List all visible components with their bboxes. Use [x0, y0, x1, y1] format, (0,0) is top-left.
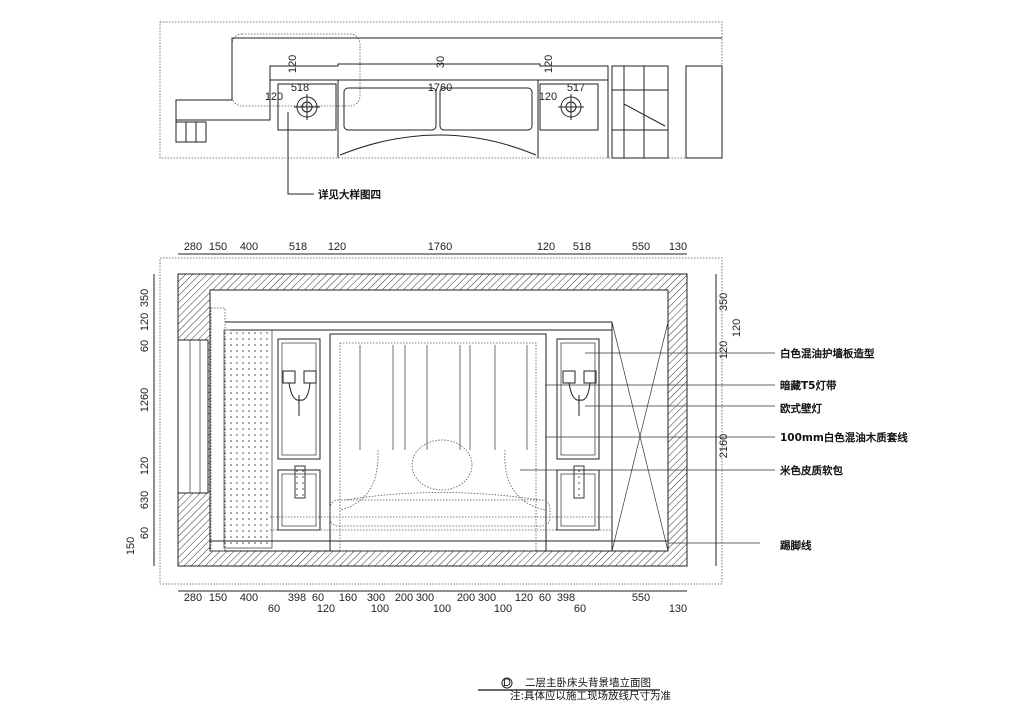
dim-label: 400 [240, 241, 258, 253]
dim-label: 1260 [139, 388, 151, 412]
top-dimensions: 280 150 400 518 120 1760 120 518 550 130 [184, 241, 687, 253]
dim-label: 150 [209, 241, 227, 253]
dim-label: 550 [632, 241, 650, 253]
dim-label: 550 [632, 592, 650, 604]
dim-label: 60 [268, 603, 280, 615]
dim-label: 120 [317, 603, 335, 615]
wall-lamp-icon [562, 370, 597, 416]
dim-label: 150 [209, 592, 227, 604]
dim-label: 350 [139, 289, 151, 307]
dim-label: 1760 [428, 241, 452, 253]
dim-label: 300 [367, 592, 385, 604]
title-block: D 二层主卧床头背景墙立面图 注:具体应以施工现场放线尺寸为准 [478, 676, 671, 702]
headboard [329, 333, 547, 552]
left-dimensions: 350 60 120 1260 120 630 60 150 [125, 289, 151, 555]
dim-label: 400 [240, 592, 258, 604]
right-dimensions: 350 120 120 2160 [718, 293, 743, 458]
annotation: 欧式壁灯 [780, 402, 822, 415]
dim-label: 120 [515, 592, 533, 604]
plan-dim: 120 [287, 55, 299, 73]
plan-dim: 120 [539, 91, 557, 103]
bed-elevation [270, 439, 612, 531]
annotation: 100mm白色混油木质套线 [780, 431, 908, 444]
annotation: 暗藏T5灯带 [780, 379, 837, 392]
dim-label: 398 [288, 592, 306, 604]
dim-label: 200 [457, 592, 475, 604]
wall-lamp-icon [282, 370, 317, 416]
dim-label: 120 [718, 341, 730, 359]
dim-label: 120 [328, 241, 346, 253]
dim-label: 100 [371, 603, 389, 615]
right-panel [556, 338, 600, 531]
dim-label: 2160 [718, 434, 730, 458]
dim-label: 518 [289, 241, 307, 253]
bed-plan [337, 80, 539, 158]
lamp-icon [558, 94, 584, 120]
dim-label: 120 [139, 457, 151, 475]
dim-label: 150 [125, 537, 137, 555]
dim-label: 160 [339, 592, 357, 604]
dim-label: 630 [139, 491, 151, 509]
dim-label: 130 [669, 241, 687, 253]
dim-label: 60 [139, 340, 151, 352]
dim-label: 60 [139, 527, 151, 539]
annotation: 踢脚线 [780, 539, 812, 552]
plan-dim: 120 [265, 91, 283, 103]
dim-label: 300 [478, 592, 496, 604]
dim-label: 100 [494, 603, 512, 615]
annotations: 白色混油护墙板造型 暗藏T5灯带 欧式壁灯 100mm白色混油木质套线 米色皮质… [779, 347, 908, 552]
dim-label: 398 [557, 592, 575, 604]
plan-dim: 1760 [428, 82, 452, 94]
dim-label: 280 [184, 592, 202, 604]
drawing-note: 注:具体应以施工现场放线尺寸为准 [510, 689, 671, 702]
bottom-dimensions: 280 150 400 398 60 160 300 200 300 200 3… [184, 592, 687, 615]
left-panel [277, 338, 321, 531]
elevation-view: 白色混油护墙板造型 暗藏T5灯带 欧式壁灯 100mm白色混油木质套线 米色皮质… [125, 241, 908, 615]
dim-label: 200 [395, 592, 413, 604]
drawing-title: 二层主卧床头背景墙立面图 [525, 676, 651, 689]
lamp-icon [294, 94, 320, 120]
dim-label: 130 [669, 603, 687, 615]
dim-label: 280 [184, 241, 202, 253]
dim-label: 60 [574, 603, 586, 615]
dim-label: 300 [416, 592, 434, 604]
annotation: 米色皮质软包 [779, 464, 843, 477]
plan-view: 518 1760 517 120 120 120 30 120 详见大样图四 [159, 21, 723, 201]
plan-dim: 518 [291, 82, 309, 94]
dim-label: 518 [573, 241, 591, 253]
dim-label: 120 [139, 313, 151, 331]
annotation: 白色混油护墙板造型 [780, 347, 875, 360]
dim-label: 60 [312, 592, 324, 604]
dim-label: 100 [433, 603, 451, 615]
dim-label: 120 [537, 241, 555, 253]
dim-label: 120 [731, 319, 743, 337]
dim-label: 350 [718, 293, 730, 311]
plan-callout: 详见大样图四 [318, 188, 381, 201]
dim-label: 60 [539, 592, 551, 604]
plan-dim: 120 [543, 55, 555, 73]
plan-dim: 30 [435, 56, 447, 68]
title-symbol: D [503, 677, 511, 689]
plan-dim: 517 [567, 82, 585, 94]
